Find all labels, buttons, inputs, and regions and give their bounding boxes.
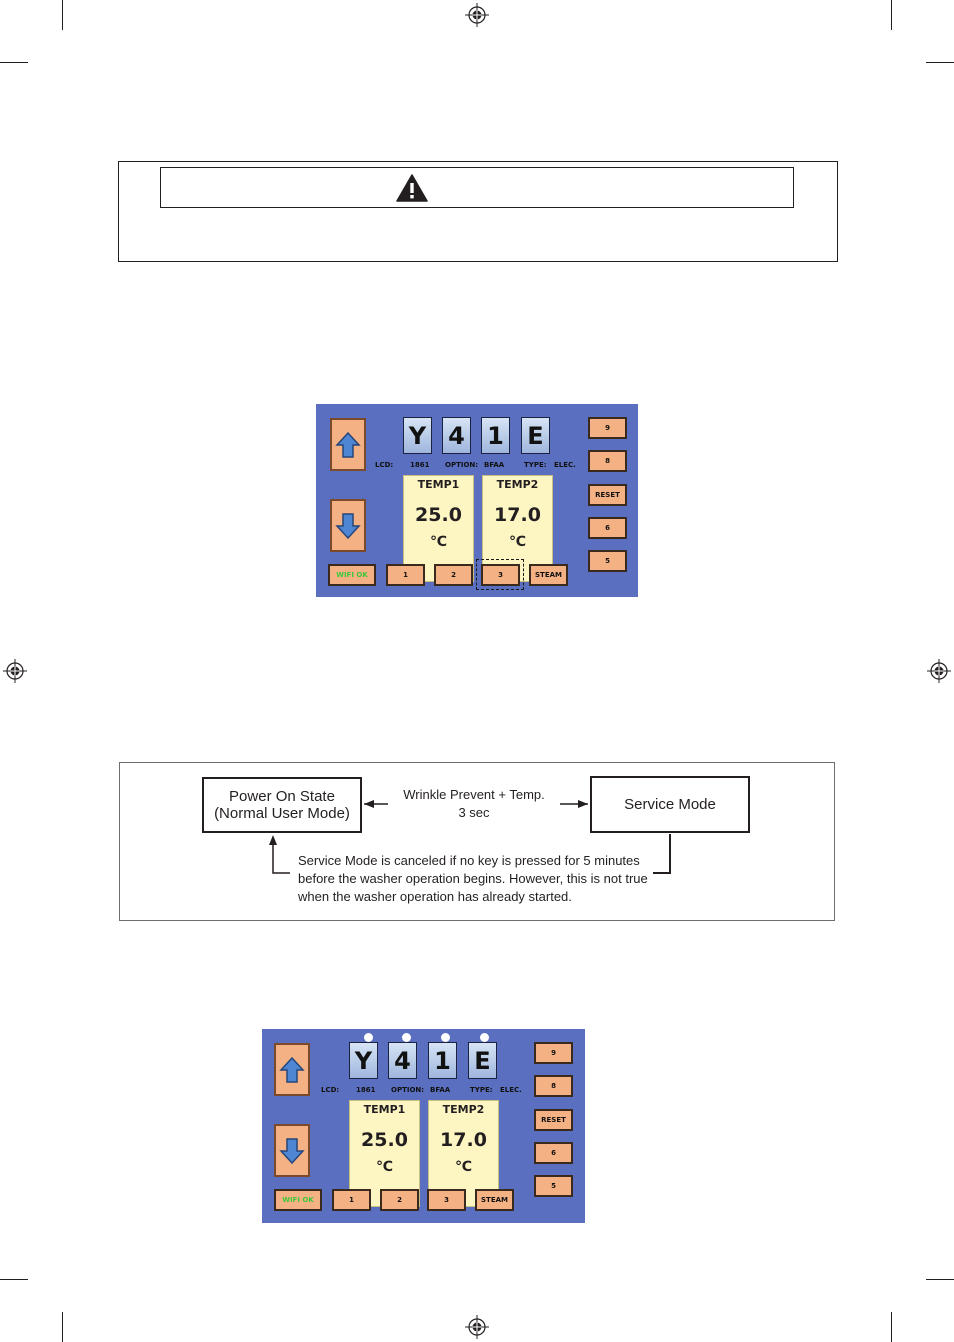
option-value: BFAA — [484, 461, 505, 469]
temp1-value: 25.0 — [361, 1129, 408, 1151]
digit-display-1: Y — [349, 1042, 378, 1079]
crop-mark — [891, 0, 892, 30]
registration-mark-icon — [465, 3, 489, 27]
control-panel: Y 4 1 E LCD: 1861 OPTION: BFAA TYPE: ELE… — [316, 404, 638, 597]
indicator-dot — [441, 1033, 450, 1042]
key-3-button[interactable]: 3 — [481, 564, 520, 586]
steam-button[interactable]: STEAM — [475, 1189, 514, 1211]
temp2-label: TEMP2 — [496, 478, 539, 491]
key-1-button[interactable]: 1 — [332, 1189, 371, 1211]
power-on-state-box: Power On State (Normal User Mode) — [202, 777, 362, 833]
down-button[interactable] — [330, 499, 366, 552]
transition-line1: Wrinkle Prevent + Temp. — [403, 787, 545, 802]
lcd-label: LCD: — [321, 1086, 340, 1094]
type-label: TYPE: — [470, 1086, 493, 1094]
key-6-button[interactable]: 6 — [588, 517, 627, 539]
digit-display-3: 1 — [481, 417, 510, 454]
lcd-value: 1861 — [410, 461, 430, 469]
arrow-up-icon — [279, 1056, 305, 1083]
service-mode-label: Service Mode — [624, 796, 716, 813]
reset-button[interactable]: RESET — [588, 484, 627, 506]
key-8-button[interactable]: 8 — [534, 1075, 573, 1097]
note-line1: Service Mode is canceled if no key is pr… — [298, 853, 640, 868]
registration-mark-icon — [927, 659, 951, 683]
mode-flow-diagram — [119, 762, 835, 921]
crop-mark — [0, 62, 28, 63]
transition-label: Wrinkle Prevent + Temp. 3 sec — [390, 786, 558, 822]
up-button[interactable] — [330, 418, 366, 471]
reset-button[interactable]: RESET — [534, 1109, 573, 1131]
crop-mark — [926, 1279, 954, 1280]
crop-mark — [62, 0, 63, 30]
lcd-label: LCD: — [375, 461, 394, 469]
key-3-highlight — [476, 559, 524, 590]
indicator-dot — [364, 1033, 373, 1042]
digit-display-4: E — [468, 1042, 497, 1079]
digit-display-3: 1 — [428, 1042, 457, 1079]
key-6-button[interactable]: 6 — [534, 1142, 573, 1164]
key-2-button[interactable]: 2 — [380, 1189, 419, 1211]
power-on-line1: Power On State — [229, 788, 335, 805]
up-button[interactable] — [274, 1043, 310, 1096]
wifi-ok-button[interactable]: WIFI OK — [274, 1189, 322, 1211]
crop-mark — [926, 62, 954, 63]
service-mode-note: Service Mode is canceled if no key is pr… — [298, 852, 658, 906]
warning-triangle-icon — [396, 174, 428, 202]
temp2-label: TEMP2 — [442, 1103, 485, 1116]
key-1-button[interactable]: 1 — [386, 564, 425, 586]
key-3-button[interactable]: 3 — [427, 1189, 466, 1211]
key-5-button[interactable]: 5 — [588, 550, 627, 572]
down-button[interactable] — [274, 1124, 310, 1177]
arrow-down-icon — [279, 1137, 305, 1164]
service-mode-box: Service Mode — [590, 776, 750, 833]
control-panel-service: Y 4 1 E LCD: 1861 OPTION: BFAA TYPE: ELE… — [262, 1029, 585, 1223]
arrow-up-icon — [335, 431, 361, 458]
indicator-dot — [402, 1033, 411, 1042]
temp1-unit: ℃ — [430, 534, 447, 550]
temp1-label: TEMP1 — [417, 478, 460, 491]
digit-display-2: 4 — [442, 417, 471, 454]
key-8-button[interactable]: 8 — [588, 450, 627, 472]
option-value: BFAA — [430, 1086, 451, 1094]
crop-mark — [0, 1279, 28, 1280]
option-label: OPTION: — [391, 1086, 425, 1094]
temp2-value: 17.0 — [494, 504, 541, 526]
note-line3: when the washer operation has already st… — [298, 889, 572, 904]
note-line2: before the washer operation begins. Howe… — [298, 871, 648, 886]
key-2-button[interactable]: 2 — [434, 564, 473, 586]
type-value: ELEC. — [500, 1086, 522, 1094]
digit-display-4: E — [521, 417, 550, 454]
indicator-dot — [480, 1033, 489, 1042]
key-9-button[interactable]: 9 — [534, 1042, 573, 1064]
temp1-unit: ℃ — [376, 1159, 393, 1175]
crop-mark — [62, 1312, 63, 1342]
option-label: OPTION: — [445, 461, 479, 469]
temp2-unit: ℃ — [455, 1159, 472, 1175]
wifi-ok-button[interactable]: WIFI OK — [328, 564, 376, 586]
temp1-label: TEMP1 — [363, 1103, 406, 1116]
registration-mark-icon — [465, 1315, 489, 1339]
caution-box — [118, 161, 838, 262]
temp1-value: 25.0 — [415, 504, 462, 526]
crop-mark — [891, 1312, 892, 1342]
key-9-button[interactable]: 9 — [588, 417, 627, 439]
digit-display-1: Y — [403, 417, 432, 454]
temp2-unit: ℃ — [509, 534, 526, 550]
temp2-value: 17.0 — [440, 1129, 487, 1151]
lcd-value: 1861 — [356, 1086, 376, 1094]
transition-line2: 3 sec — [458, 805, 490, 820]
power-on-line2: (Normal User Mode) — [214, 805, 350, 822]
registration-mark-icon — [3, 659, 27, 683]
caution-header — [160, 167, 794, 208]
arrow-down-icon — [335, 512, 361, 539]
type-value: ELEC. — [554, 461, 576, 469]
key-5-button[interactable]: 5 — [534, 1175, 573, 1197]
type-label: TYPE: — [524, 461, 547, 469]
steam-button[interactable]: STEAM — [529, 564, 568, 586]
digit-display-2: 4 — [388, 1042, 417, 1079]
